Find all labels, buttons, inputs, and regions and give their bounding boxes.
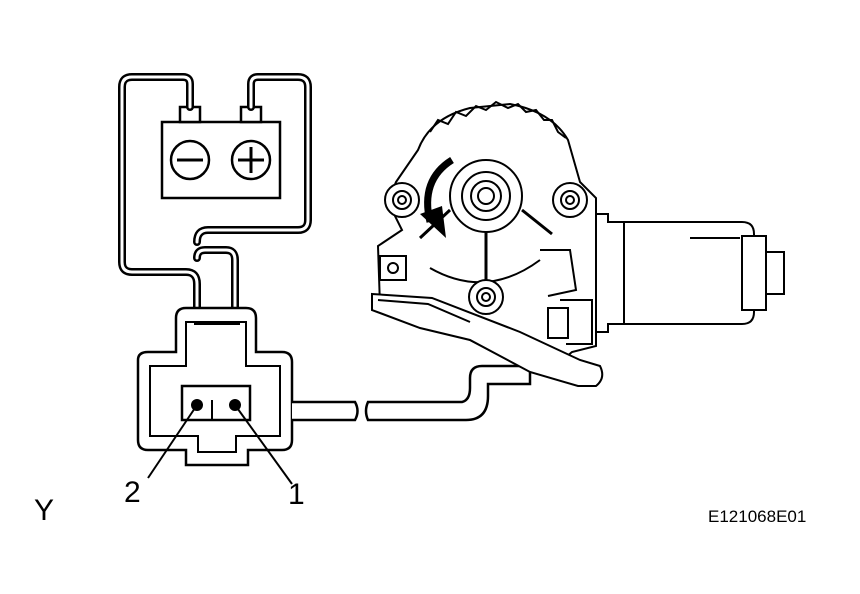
view-label: Y	[34, 494, 54, 527]
figure-code: E121068E01	[708, 507, 806, 526]
pin-2-leader	[147, 404, 198, 479]
connector	[136, 306, 532, 467]
positive-terminal-icon	[230, 139, 272, 181]
terminal-label-1: 1	[288, 478, 305, 511]
battery	[160, 105, 282, 200]
wiper-motor	[371, 100, 785, 387]
test-leads	[118, 73, 312, 409]
negative-terminal-icon	[169, 139, 211, 181]
rotation-arrow-icon	[420, 157, 454, 238]
terminal-label-2: 2	[124, 476, 141, 509]
pin-1-leader	[234, 404, 293, 485]
